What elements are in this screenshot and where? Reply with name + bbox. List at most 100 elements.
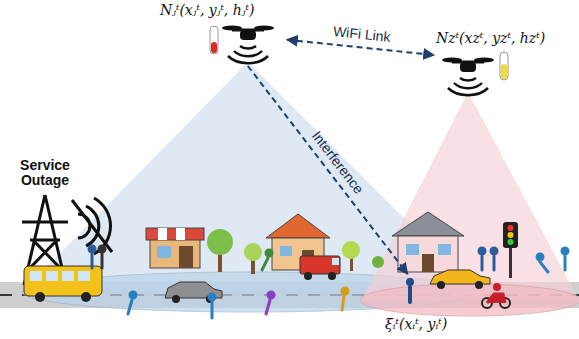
shop <box>146 228 204 268</box>
drone-j-part <box>228 56 268 63</box>
fire-truck-part <box>332 258 339 265</box>
pedestrians-part-part <box>342 296 344 310</box>
house-pink <box>392 212 464 272</box>
traffic-light-part <box>508 225 514 231</box>
drone-z-part <box>454 83 482 88</box>
pedestrians-part-part <box>128 300 132 314</box>
coverage-cone-blue-part <box>22 62 478 292</box>
house-pink-part <box>406 244 419 255</box>
motorcycle-part <box>493 283 501 291</box>
link-label: WiFi Link <box>332 24 391 45</box>
pedestrians-part-part <box>101 254 104 268</box>
pedestrians <box>89 246 568 318</box>
shop-part <box>158 228 167 240</box>
drone-j <box>222 26 274 64</box>
pedestrians-part-part <box>266 250 272 256</box>
bus-part <box>46 271 58 281</box>
pedestrians-part <box>128 292 136 314</box>
coordinate-label: ξᵢᵗ(xᵢᵗ, yᵢᵗ) <box>385 316 447 334</box>
pedestrians-part <box>89 246 95 268</box>
car-yellow <box>430 270 490 289</box>
pedestrians-part-part <box>209 294 215 300</box>
battery-vial-red <box>210 26 218 54</box>
fire-truck-part <box>304 272 312 280</box>
pedestrians-part-part <box>268 292 274 298</box>
traffic-light-part <box>508 232 514 238</box>
fire-truck-part <box>300 256 340 274</box>
battery-vial-yellow <box>500 52 508 80</box>
pedestrians-part-part <box>562 248 568 254</box>
target-user <box>406 278 414 302</box>
signal-outage-symbol <box>72 198 112 254</box>
pedestrians-part <box>491 248 497 270</box>
coverage-cone-pink-part <box>362 92 579 300</box>
pedestrians-part <box>266 292 274 314</box>
bus-part <box>30 271 42 281</box>
target-user-part <box>408 287 412 302</box>
pedestrians-part-part <box>211 302 214 318</box>
coverage-cone-pink-part <box>360 284 579 316</box>
shop-part <box>176 228 185 240</box>
signal-outage-symbol-part <box>72 200 112 252</box>
coordinate-label: Nⱼᵗ(xⱼᵗ, yⱼᵗ, hⱼᵗ) <box>160 2 254 20</box>
trees-part <box>372 256 384 268</box>
coordinate-label: Nzᵗ(xzᵗ, yzᵗ, hzᵗ) <box>436 30 545 48</box>
bus <box>24 266 102 302</box>
coverage-cone-pink <box>360 92 579 316</box>
drone-z-part <box>474 58 494 63</box>
car-yellow-part <box>475 281 483 289</box>
battery-vial-yellow-part <box>501 64 507 79</box>
motorcycle-part <box>487 294 505 303</box>
pedestrians-part-part <box>479 248 485 254</box>
drone-node: Nzᵗ(xzᵗ, yzᵗ, hzᵗ) <box>436 30 575 95</box>
bus-part <box>35 292 45 302</box>
battery-vial-yellow-part <box>500 52 508 80</box>
drone-z <box>442 58 494 96</box>
house-pink-part <box>438 244 451 255</box>
drone-j-part <box>240 46 256 49</box>
pedestrians-part <box>537 254 548 272</box>
pedestrians-part <box>562 248 568 270</box>
drone-j-part <box>234 51 262 56</box>
drone-z-part <box>442 58 462 63</box>
battery-vial-red-part <box>210 26 218 54</box>
trees-part <box>244 243 262 261</box>
house-orange-part <box>280 246 292 256</box>
drone-z-part <box>460 62 476 72</box>
target-user-part <box>406 278 414 286</box>
shop-part <box>179 246 193 268</box>
motorcycle <box>482 283 510 308</box>
pedestrians-part-part <box>342 288 348 294</box>
pedestrians-part <box>479 248 485 270</box>
drone-node: Nⱼᵗ(xⱼᵗ, yⱼᵗ, hⱼᵗ) <box>160 2 285 64</box>
bus-part <box>81 292 91 302</box>
dashed-link <box>248 66 408 274</box>
fire-truck-part <box>328 272 336 280</box>
pedestrians-part-part <box>99 246 105 252</box>
drone-z-part <box>460 78 476 81</box>
trees-part <box>342 241 360 259</box>
traffic-light-part <box>503 222 518 248</box>
house-pink-part <box>422 254 434 272</box>
drone-j-part <box>240 30 256 40</box>
fire-truck <box>300 256 340 280</box>
drone-j-part <box>222 26 242 31</box>
pedestrians-part <box>99 246 105 268</box>
pedestrians-part-part <box>91 254 94 268</box>
pedestrians-part-part <box>481 256 484 270</box>
battery-vial-red-part <box>211 42 217 53</box>
trees-part <box>207 229 233 255</box>
power-tower-part <box>22 221 68 224</box>
pedestrians-part-part <box>89 246 95 252</box>
pedestrians-part <box>262 250 272 270</box>
pedestrians-part-part <box>130 292 136 298</box>
pedestrians-part-part <box>537 254 543 260</box>
pedestrians-part <box>209 294 215 318</box>
user-node: ξᵢᵗ(xᵢᵗ, yᵢᵗ) <box>385 276 477 333</box>
traffic-light <box>503 222 518 278</box>
drone-z-part <box>448 88 488 95</box>
car-grey <box>165 282 222 303</box>
pedestrians-part-part <box>491 248 497 254</box>
